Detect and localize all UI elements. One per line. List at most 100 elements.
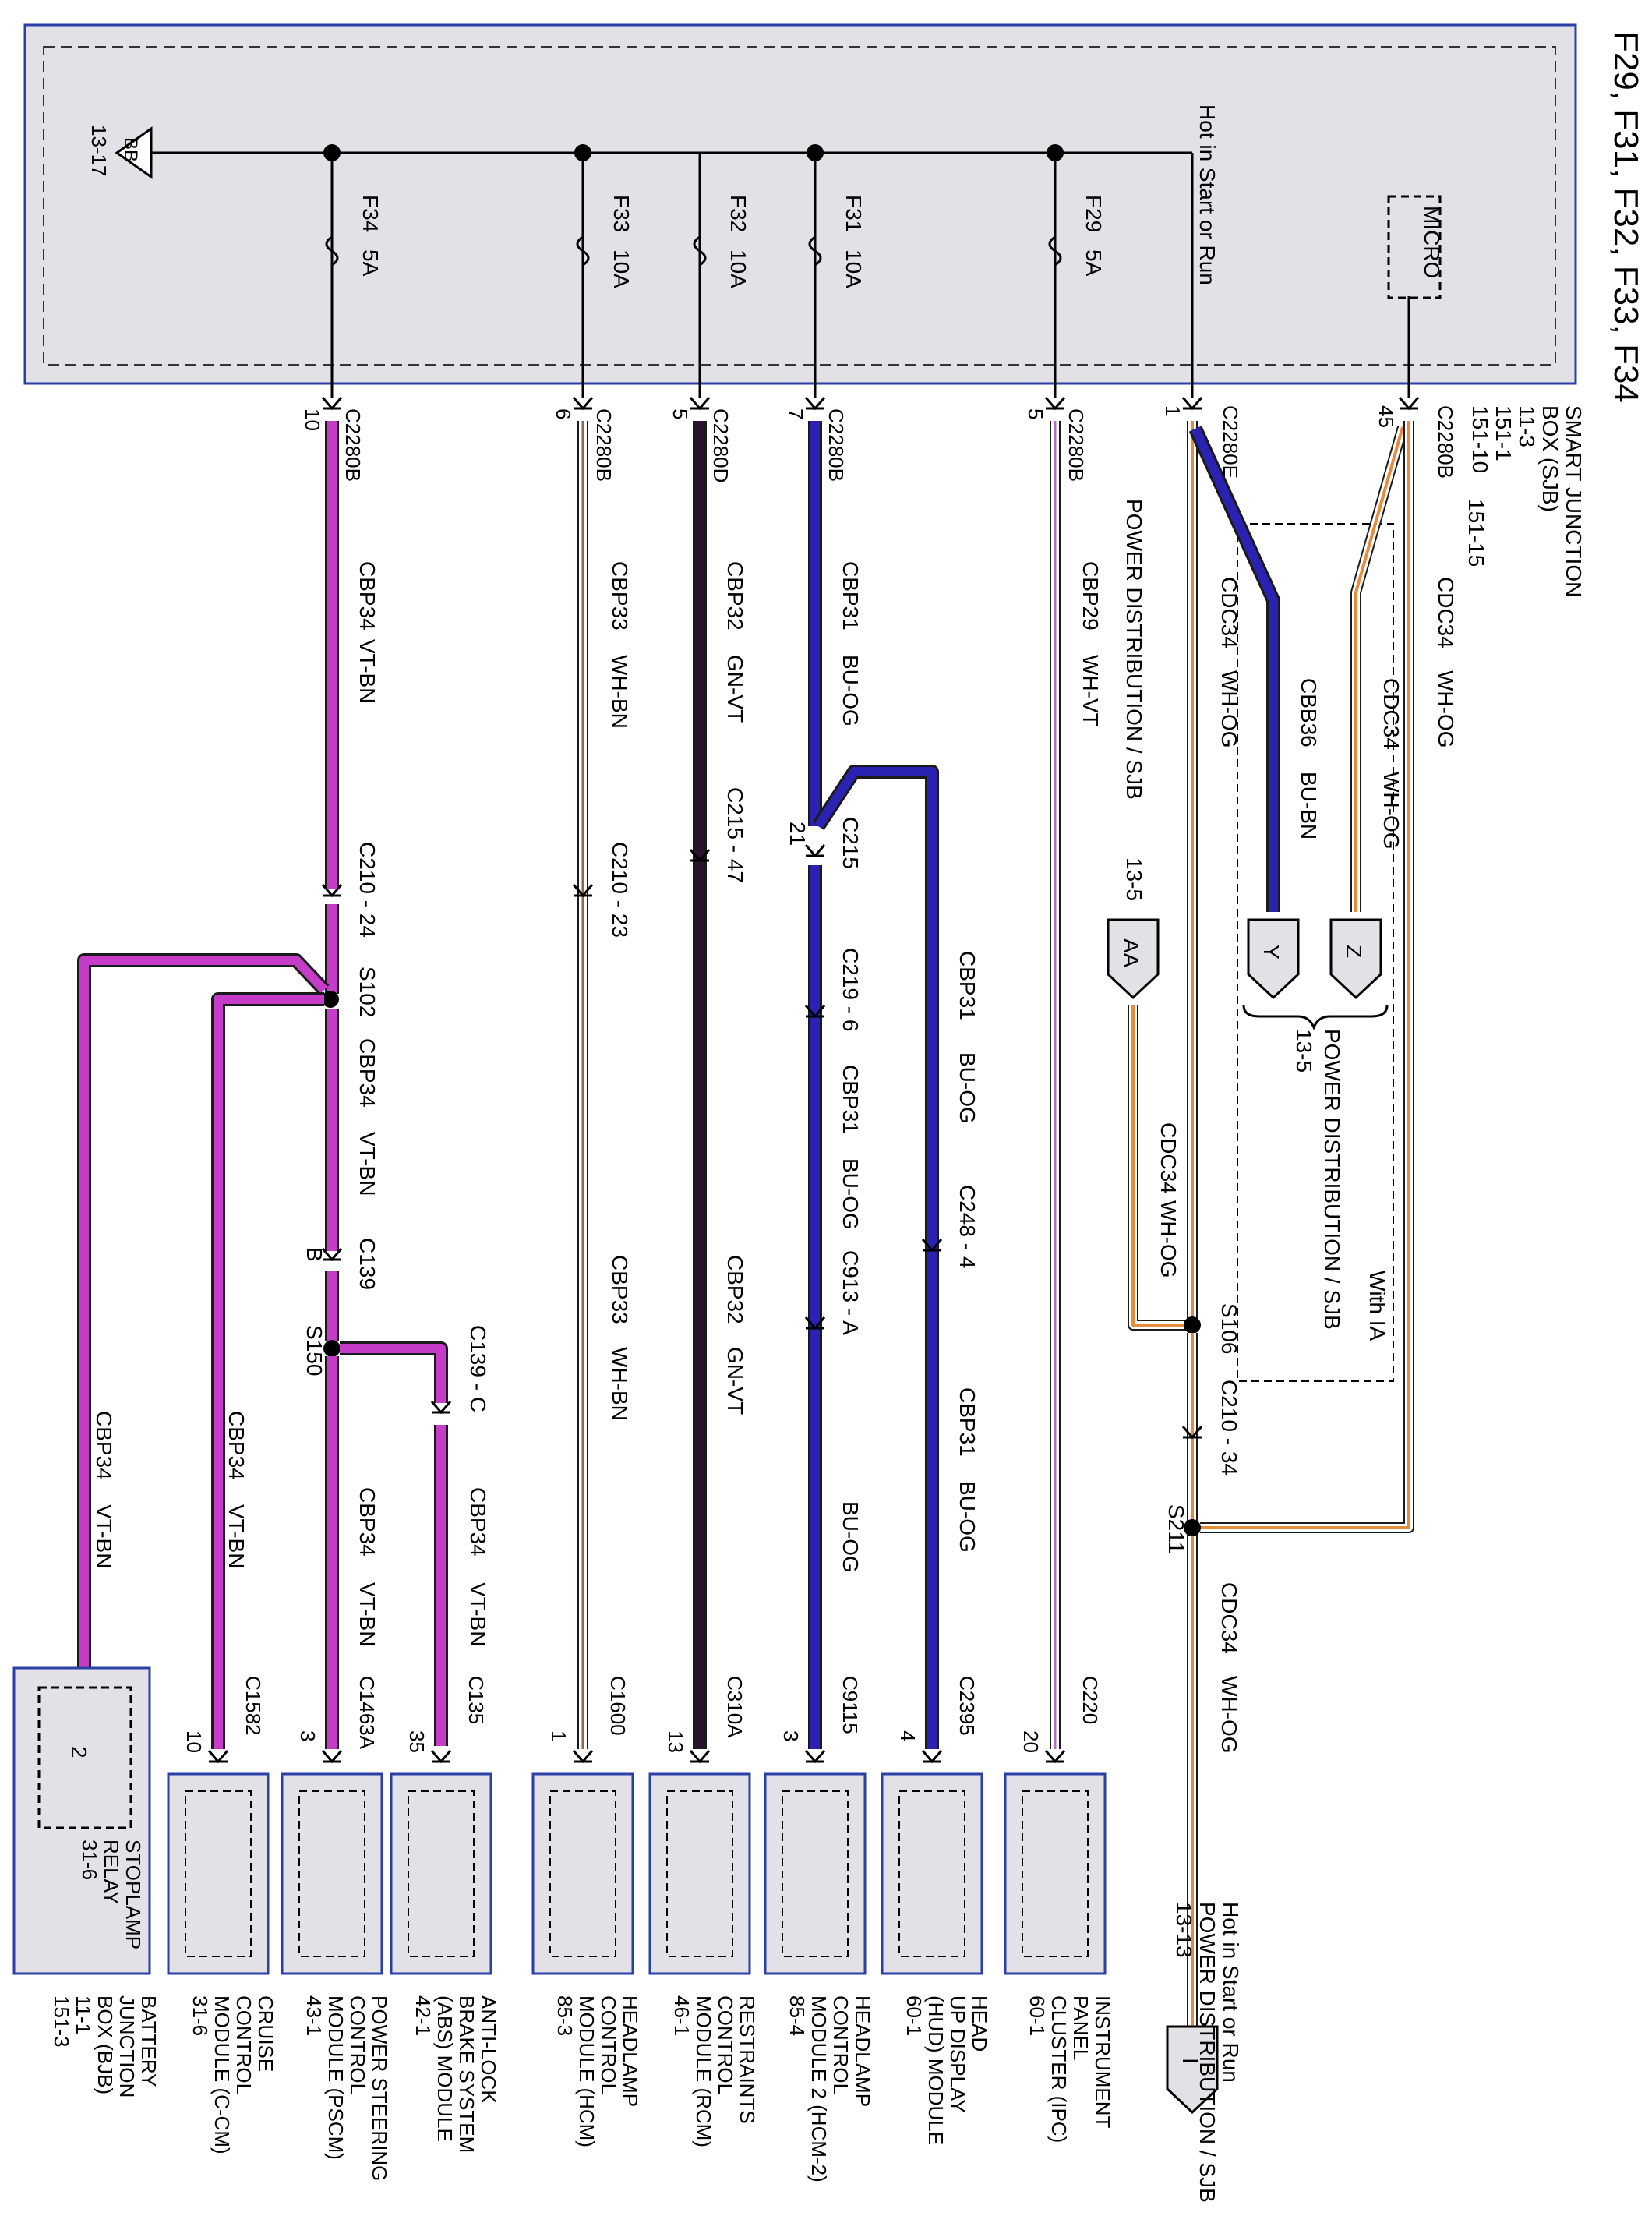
module-connector-7: C2395 xyxy=(955,1676,979,1736)
label-c215: C215 xyxy=(838,817,863,869)
pin-label-4: 5 xyxy=(1024,408,1047,419)
connector-c2280b-pin-10 xyxy=(321,397,343,411)
ref-aa-arrow xyxy=(1107,918,1160,1000)
module-name-6-line-1: CONTROL xyxy=(829,1995,852,2094)
module-name-6-line-3: 85-4 xyxy=(785,1995,809,2036)
wire-color-cbp34-abs: VT-BN xyxy=(466,1582,490,1646)
module-connector-2: C1463A xyxy=(355,1676,379,1750)
wire-label-cbp33-2: CBP33 xyxy=(608,1255,632,1324)
connector-c310a xyxy=(689,1750,711,1764)
stoplamp-relay-name-line-0: STOPLAMP xyxy=(122,1840,145,1949)
micro-label: MICRO xyxy=(1420,206,1444,278)
label-c219-6: C219 - 6 xyxy=(838,948,863,1031)
connector-c1600 xyxy=(572,1750,594,1764)
wire-label-cbb36: CBB36 xyxy=(1297,678,1321,747)
sjb-name-line-3: 151-1 xyxy=(1491,405,1516,461)
label-c2280e-pin: 1 xyxy=(1161,405,1184,416)
module-bjb-box xyxy=(12,1666,151,1975)
connector-label-5-4: C2280B xyxy=(1064,408,1088,482)
label-c210-34: C210 - 34 xyxy=(1217,1380,1241,1476)
wire-label-cbp34-ccm: CBP34 xyxy=(224,1411,249,1480)
wire-color-cbp34-ccm: VT-BN xyxy=(224,1504,249,1568)
wire-color-cbp33-2: WH-BN xyxy=(608,1347,632,1421)
ground-triangle xyxy=(115,126,153,179)
module-inner-4 xyxy=(549,1790,616,1957)
fuse-f33-id: F33 xyxy=(609,195,634,232)
wire-label-cbp32: CBP32 xyxy=(723,561,747,631)
module-name-2-line-1: CONTROL xyxy=(346,1995,369,2094)
ref-z-arrow xyxy=(1329,918,1382,1000)
label-s211: S211 xyxy=(1164,1504,1188,1553)
page-title: F29, F31, F32, F33, F34 xyxy=(1607,31,1645,403)
stoplamp-relay-box xyxy=(37,1686,132,1829)
connector-c2280e-pin-1 xyxy=(1181,397,1203,411)
stoplamp-relay-name-line-1: RELAY xyxy=(100,1840,123,1904)
wire-color-cbp31: BU-OG xyxy=(838,655,863,726)
pin-label-3: 7 xyxy=(784,408,807,419)
wire-color-cdc34-s211: WH-OG xyxy=(1434,670,1458,748)
module-box-3 xyxy=(390,1772,492,1975)
module-name-4-line-3: 85-3 xyxy=(553,1995,577,2036)
wire-label-cbp32-2: CBP32 xyxy=(723,1255,747,1324)
module-name-4-line-1: CONTROL xyxy=(597,1995,620,2094)
ground-ref-bb: BB xyxy=(120,137,141,162)
module-name-8-line-1: PANEL xyxy=(1069,1995,1093,2060)
fuse-f32-icon xyxy=(693,235,707,267)
pd-sjb-page-yz: 13-5 xyxy=(1292,1029,1316,1073)
module-name-7-line-0: HEAD xyxy=(968,1995,991,2052)
fuse-f34-id: F34 xyxy=(358,195,383,232)
module-connector-5: C310A xyxy=(723,1676,747,1738)
module-box-1 xyxy=(167,1772,270,1975)
module-inner-6 xyxy=(782,1790,849,1957)
ref-i-label: I xyxy=(1178,2058,1202,2064)
pin-label-2: 5 xyxy=(669,408,692,419)
fuse-f33-rating: 10A xyxy=(609,249,634,288)
wire-color-cbp31-2: BU-OG xyxy=(838,1158,863,1230)
connector-c2280b-pin-45 xyxy=(1398,397,1420,411)
wire-label-cbp34-abs: CBP34 xyxy=(466,1487,490,1557)
wire-label-cdc34-main: CDC34 xyxy=(1217,577,1241,649)
wire-label-cbp31: CBP31 xyxy=(838,561,863,631)
bjb-name-line-4: 151-3 xyxy=(50,1995,73,2048)
bottom-pd-page: 13-13 xyxy=(1172,1902,1196,1958)
module-name-2-line-0: POWER STEERING xyxy=(368,1995,391,2181)
label-c139: C139 xyxy=(355,1238,379,1290)
label-c2280b-45: C2280B xyxy=(1434,405,1457,479)
module-name-8-line-3: 60-1 xyxy=(1025,1995,1049,2036)
label-c215-47: C215 - 47 xyxy=(723,787,747,883)
connector-label-5-2: C2280D xyxy=(709,408,732,482)
connector-c135 xyxy=(430,1750,452,1764)
stoplamp-relay-name-line-2: 31-6 xyxy=(78,1840,101,1880)
wire-label-cbp34-pscm: CBP34 xyxy=(355,1487,379,1557)
wire-color-cbp32-2: GN-VT xyxy=(723,1347,747,1415)
module-name-1-line-2: MODULE (C-CM) xyxy=(210,1995,234,2154)
module-name-2-line-3: 43-1 xyxy=(302,1995,326,2036)
fuse-f34-rating: 5A xyxy=(358,249,383,277)
module-pin-7: 4 xyxy=(896,1730,920,1741)
module-connector-1: C1582 xyxy=(242,1676,265,1736)
wire-color-cbp34-2: VT-BN xyxy=(355,1132,379,1196)
wire-color-cdc34-aa: WH-OG xyxy=(1156,1200,1181,1278)
module-box-2 xyxy=(281,1772,383,1975)
connector-c2280b-pin-6 xyxy=(572,397,594,411)
sjb-name-line-4: 151-10 xyxy=(1468,405,1492,473)
sjb-ref-151-15: 151-15 xyxy=(1464,499,1488,567)
module-inner-8 xyxy=(1022,1790,1089,1957)
connector-c220 xyxy=(1044,1750,1066,1764)
module-box-5 xyxy=(648,1772,751,1975)
wire-label-cdc34-aa: CDC34 xyxy=(1156,1122,1181,1194)
module-pin-6: 3 xyxy=(779,1730,803,1741)
label-c139-c: C139 - C xyxy=(466,1325,490,1412)
module-connector-4: C1600 xyxy=(606,1676,630,1736)
module-name-5-line-0: RESTRAINTS xyxy=(736,1995,759,2124)
module-connector-3: C135 xyxy=(464,1676,488,1724)
connector-c2280d-pin-5 xyxy=(689,397,711,411)
wire-label-cbp34: CBP34 xyxy=(355,561,379,631)
bjb-name-line-2: BOX (BJB) xyxy=(94,1995,117,2094)
module-box-8 xyxy=(1004,1772,1107,1975)
connector-c1582 xyxy=(207,1750,229,1764)
fuse-f31-rating: 10A xyxy=(842,249,866,288)
pin-label-0: 10 xyxy=(301,408,324,431)
module-pin-2: 3 xyxy=(296,1730,319,1741)
ref-z-label: Z xyxy=(1342,945,1366,958)
